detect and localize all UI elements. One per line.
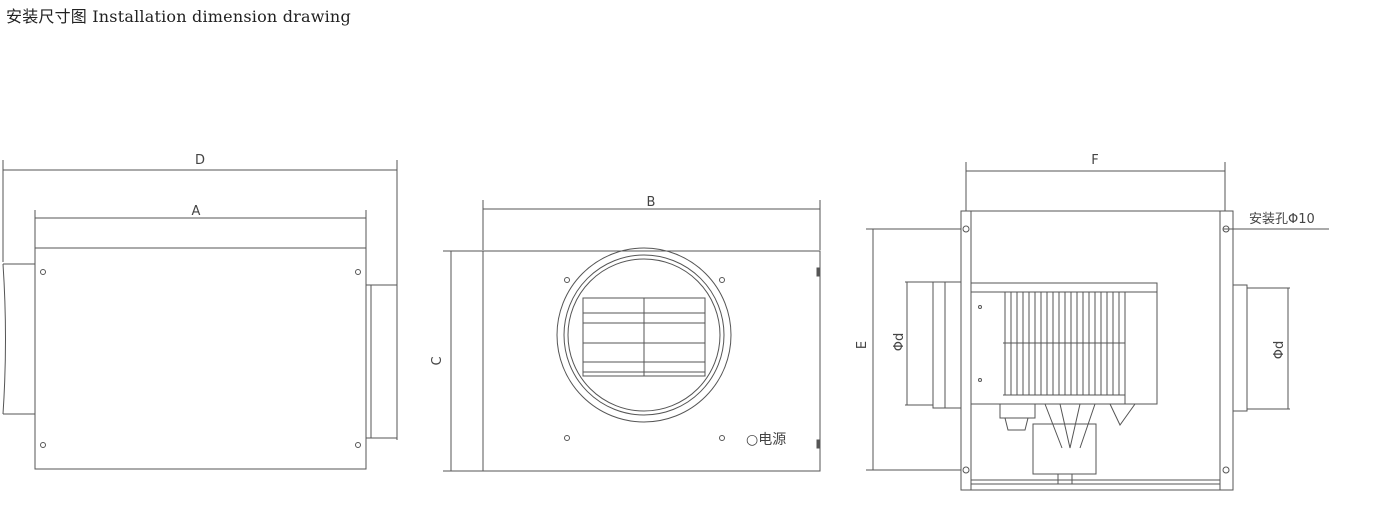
side-view	[2, 160, 398, 470]
power-label: ○电源	[746, 432, 786, 448]
mount-hole	[962, 466, 970, 474]
impeller-blades	[1003, 292, 1125, 396]
tab	[816, 439, 821, 449]
mount-hole	[355, 269, 361, 275]
housing-hole	[978, 378, 982, 382]
mount-hole	[355, 442, 361, 448]
motor-housing	[970, 282, 1158, 405]
dimension-label-e: E	[855, 341, 870, 349]
side-body	[34, 247, 367, 470]
front-view	[443, 200, 821, 472]
mount-hole	[719, 435, 725, 441]
section-view	[866, 162, 1329, 491]
mount-hole	[564, 435, 570, 441]
mount-hole-label: 安装孔Φ10	[1249, 212, 1315, 227]
page-title: 安装尺寸图 Installation dimension drawing	[6, 7, 351, 26]
frame-post-right	[1219, 210, 1234, 491]
dimension-label-b: B	[647, 195, 656, 210]
dimension-label-d: D	[195, 153, 205, 168]
mount-hole	[40, 269, 46, 275]
mount-hole	[40, 442, 46, 448]
housing-hole	[978, 305, 982, 309]
tab	[816, 267, 821, 277]
mount-hole	[719, 277, 725, 283]
mount-hole	[564, 277, 570, 283]
outlet-ring-outer	[556, 247, 732, 423]
inlet-collar	[932, 281, 962, 409]
dimension-label-c: C	[430, 356, 445, 365]
outlet-ring-mid	[563, 254, 725, 416]
side-inlet-duct	[2, 263, 35, 415]
dimension-label-outlet: Φd	[1272, 341, 1287, 359]
dimension-label-a: A	[192, 204, 201, 219]
outlet-collar	[1232, 284, 1248, 412]
mount-hole	[1222, 466, 1230, 474]
dimension-label-inlet: Φd	[892, 333, 907, 351]
frame-post-left	[960, 210, 972, 491]
motor-supports	[999, 403, 1136, 484]
side-outlet-duct	[366, 284, 397, 439]
mount-hole	[962, 225, 970, 233]
outlet-ring-inner	[567, 258, 721, 412]
dimension-label-f: F	[1091, 153, 1098, 168]
front-body	[482, 250, 821, 472]
